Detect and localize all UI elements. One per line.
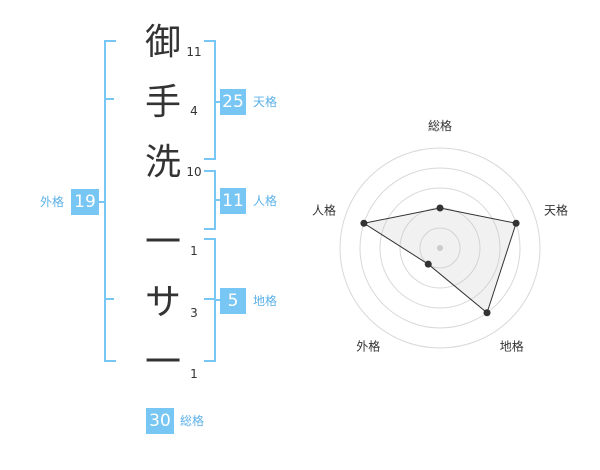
radar-center-dot [437, 245, 443, 251]
gaikaku-bracket-tick [104, 298, 114, 300]
stroke-count-3: 10 [186, 165, 202, 179]
name-char-2: 手 [144, 82, 181, 123]
stroke-count-4: 1 [190, 244, 198, 258]
name-char-4: 一 [144, 222, 181, 263]
stroke-count-1: 11 [186, 45, 202, 59]
radar-point-4 [424, 260, 432, 268]
radar-area [362, 207, 517, 314]
radar-ring [339, 147, 541, 349]
stroke-count-6: 1 [190, 367, 198, 381]
chikaku-connector [214, 299, 222, 301]
gaikaku-badge: 19 [71, 189, 99, 215]
gaikaku-label: 外格 [40, 195, 65, 209]
stroke-count-5: 3 [190, 306, 198, 320]
radar-axis-label: 人格 [312, 202, 336, 217]
gaikaku-bracket-tick [104, 98, 114, 100]
radar-ring [379, 187, 501, 309]
name-char-5: サ [144, 282, 181, 323]
soukaku-label: 総格 [180, 414, 205, 428]
tenkaku-connector [214, 101, 222, 103]
tenkaku-bracket [204, 40, 216, 160]
name-char-1: 御 [144, 22, 181, 63]
gaikaku-connector [98, 201, 106, 203]
radar-axis-label: 地格 [500, 339, 524, 354]
tenkaku-badge: 25 [220, 89, 246, 115]
jinkaku-badge: 11 [220, 188, 246, 214]
radar-axis-label: 総格 [428, 118, 452, 133]
radar-ring [359, 167, 521, 329]
soukaku-badge: 30 [146, 408, 174, 434]
radar-ring [419, 227, 461, 269]
radar-axis-label: 外格 [356, 339, 380, 354]
radar-point-2 [512, 219, 520, 227]
radar-point-3 [483, 309, 491, 317]
radar-axis-label: 天格 [544, 202, 568, 217]
jinkaku-label: 人格 [253, 194, 278, 208]
name-char-6: 一 [144, 342, 181, 383]
name-char-3: 洗 [144, 142, 181, 183]
chikaku-badge: 5 [220, 288, 246, 314]
jinkaku-connector [214, 199, 222, 201]
radar-point-1 [436, 204, 444, 212]
radar-point-5 [360, 219, 368, 227]
chikaku-bracket-tick [204, 298, 214, 300]
stroke-count-2: 4 [190, 104, 198, 118]
chikaku-label: 地格 [253, 294, 278, 308]
tenkaku-label: 天格 [253, 95, 278, 109]
